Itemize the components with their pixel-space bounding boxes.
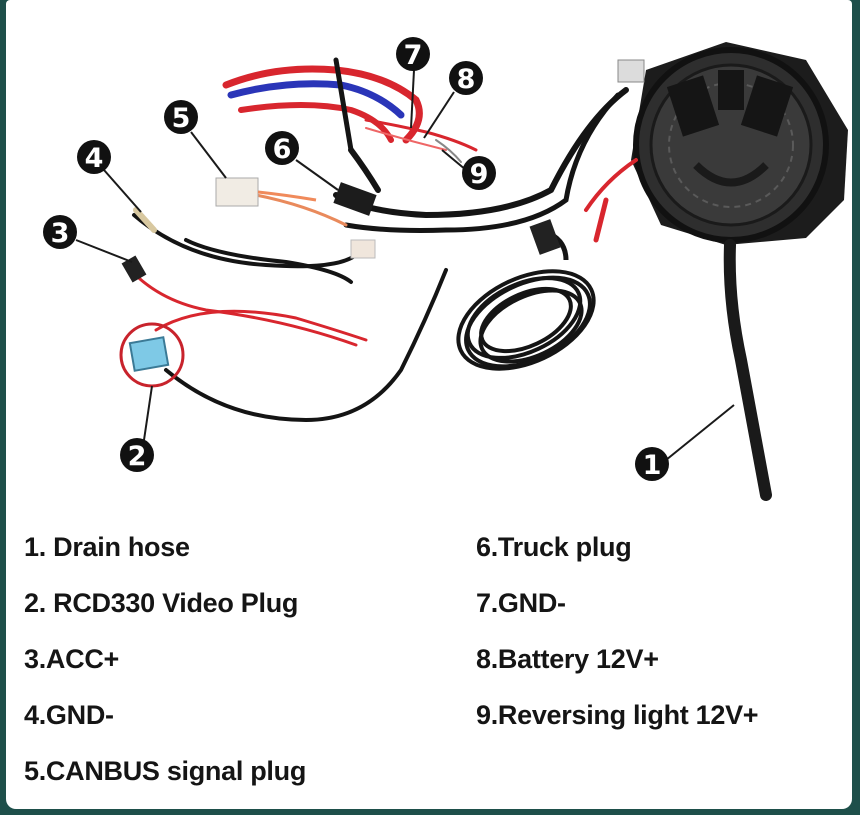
callout-6: 6: [265, 131, 299, 165]
main-harness: [333, 87, 638, 243]
legend-item-canbus: 5.CANBUS signal plug: [24, 756, 307, 786]
callout-8: 8: [449, 61, 483, 95]
coiled-cable: [456, 219, 596, 371]
callout-8-label: 8: [457, 64, 476, 95]
callout-4: 4: [77, 140, 111, 174]
legend-item-gnd-left: 4.GND-: [24, 700, 114, 730]
callout-5: 5: [164, 100, 198, 134]
legend-item-truck-plug: 6.Truck plug: [476, 532, 632, 562]
callout-6-label: 6: [273, 134, 292, 165]
camera-housing: [617, 42, 848, 245]
legend-item-drain-hose: 1. Drain hose: [24, 532, 190, 562]
callout-9-label: 9: [470, 159, 489, 190]
legend-item-video-plug: 2. RCD330 Video Plug: [24, 588, 299, 618]
callout-3: 3: [43, 215, 77, 249]
callout-1-label: 1: [643, 450, 662, 481]
callout-7-label: 7: [404, 40, 423, 71]
callout-5-label: 5: [172, 103, 191, 134]
signal-wires: [121, 193, 448, 423]
callout-leaders: [75, 69, 735, 461]
callout-3-label: 3: [51, 218, 70, 249]
legend-item-acc: 3.ACC+: [24, 644, 119, 674]
legend-item-battery: 8.Battery 12V+: [476, 644, 659, 674]
legend-item-gnd-right: 7.GND-: [476, 588, 566, 618]
callout-7: 7: [396, 37, 430, 71]
product-card: 1 2 3 4 5 6 7 8: [6, 0, 852, 809]
callout-9: 9: [462, 156, 496, 190]
wiring-diagram: 1 2 3 4 5 6 7 8: [43, 37, 848, 501]
power-wires: [222, 57, 478, 193]
truck-plug: [333, 182, 377, 259]
legend-item-reversing-light: 9.Reversing light 12V+: [476, 700, 759, 730]
drain-hose: [723, 239, 772, 501]
rcd330-video-plug: [119, 322, 185, 388]
canbus-plug: [215, 177, 317, 207]
callout-2: 2: [120, 438, 154, 472]
parts-legend: 1. Drain hose 2. RCD330 Video Plug 3.ACC…: [6, 520, 852, 800]
callout-1: 1: [635, 447, 669, 481]
callout-2-label: 2: [128, 441, 147, 472]
callout-4-label: 4: [85, 143, 104, 174]
